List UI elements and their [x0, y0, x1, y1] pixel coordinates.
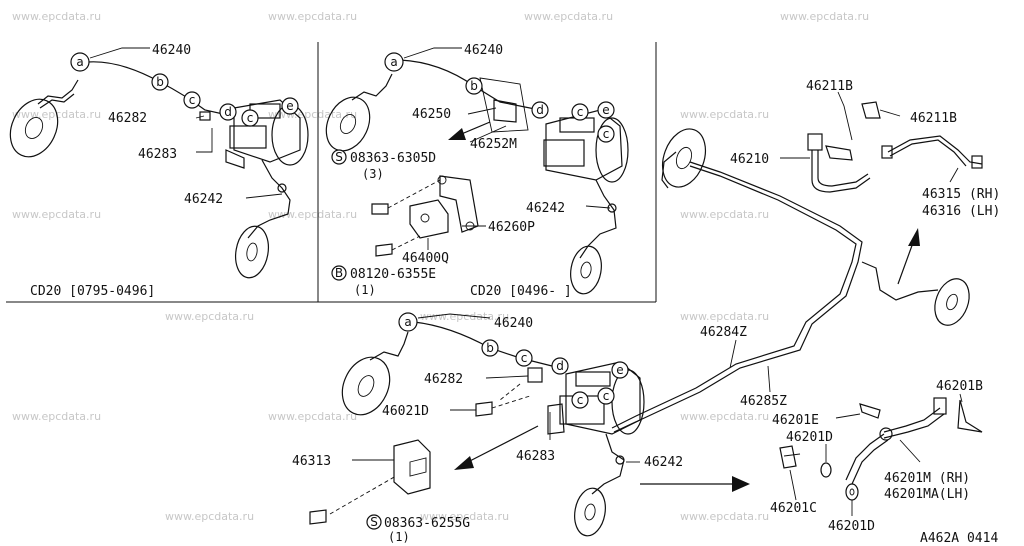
- watermark: www.epcdata.ru: [268, 208, 357, 221]
- panel-mid-caption: CD20 [0496- ]: [470, 284, 572, 299]
- bubble-e: e: [286, 99, 293, 113]
- bottom-main-assembly: a b c d e c c S 46240 46282 46021D 46313…: [292, 312, 683, 544]
- panel-left-caption: CD20 [0795-0496]: [30, 284, 155, 299]
- diagram-code: A462A 0414: [920, 531, 998, 546]
- watermark: www.epcdata.ru: [165, 310, 254, 323]
- watermark: www.epcdata.ru: [165, 510, 254, 523]
- label-46021D: 46021D: [382, 404, 429, 419]
- bubble-c: c: [577, 105, 584, 119]
- bubble-e: e: [602, 103, 609, 117]
- label-qty-3: (3): [362, 167, 384, 181]
- bubble-b: b: [486, 341, 494, 355]
- screw-mark: S: [335, 150, 343, 164]
- label-46252M: 46252M: [470, 137, 517, 152]
- bubble-c: c: [247, 111, 254, 125]
- rear-hose-assembly: 46201B 46201E 46201D 46201M (RH) 46201MA…: [770, 379, 983, 534]
- label-46211B: 46211B: [910, 111, 957, 126]
- watermark: www.epcdata.ru: [420, 510, 509, 523]
- label-46315-rh: 46315 (RH): [922, 187, 1000, 202]
- bubble-c: c: [521, 351, 528, 365]
- label-08363-6255G: 08363-6255G: [384, 516, 470, 531]
- direction-arrow: [640, 476, 750, 492]
- bubble-a: a: [76, 55, 83, 69]
- bubble-c: c: [577, 393, 584, 407]
- middle-panel-assembly: a b d c e c S B 46240 46250 46252M 08363…: [325, 43, 629, 299]
- watermark: www.epcdata.ru: [680, 510, 769, 523]
- label-08120-6355E: 08120-6355E: [350, 267, 436, 282]
- watermark: www.epcdata.ru: [524, 10, 613, 23]
- label-46283: 46283: [138, 147, 177, 162]
- watermark: www.epcdata.ru: [268, 10, 357, 23]
- bubble-b: b: [156, 75, 164, 89]
- label-qty-1: (1): [354, 283, 376, 297]
- watermark: www.epcdata.ru: [12, 410, 101, 423]
- watermark: www.epcdata.ru: [680, 410, 769, 423]
- screw-mark: S: [370, 515, 378, 529]
- label-46201MA-lh: 46201MA(LH): [884, 487, 970, 502]
- watermarks: www.epcdata.ru www.epcdata.ru www.epcdat…: [12, 10, 869, 523]
- label-qty-1: (1): [388, 530, 410, 544]
- watermark: www.epcdata.ru: [12, 10, 101, 23]
- bubble-d: d: [536, 103, 544, 117]
- watermark: www.epcdata.ru: [268, 108, 357, 121]
- label-46240: 46240: [464, 43, 503, 58]
- bubble-c: c: [603, 389, 610, 403]
- label-46201B: 46201B: [936, 379, 983, 394]
- panel-frames: [6, 42, 657, 303]
- left-panel-assembly: a b c d c e 46240 46282 46283 46242 CD20…: [9, 43, 309, 299]
- label-46211B: 46211B: [806, 79, 853, 94]
- right-top-assembly: 46211B 46211B 46210 46315 (RH) 46316 (LH…: [611, 79, 1000, 433]
- bubble-e: e: [616, 363, 623, 377]
- bolt-mark: B: [335, 266, 343, 280]
- bubble-c: c: [189, 93, 196, 107]
- label-46201E: 46201E: [772, 413, 819, 428]
- watermark: www.epcdata.ru: [680, 310, 769, 323]
- label-46201D: 46201D: [786, 430, 833, 445]
- label-46240: 46240: [152, 43, 191, 58]
- label-46201M-rh: 46201M (RH): [884, 471, 970, 486]
- bubble-b: b: [470, 79, 478, 93]
- label-46285Z: 46285Z: [740, 394, 787, 409]
- label-46201D: 46201D: [828, 519, 875, 534]
- label-46282: 46282: [108, 111, 147, 126]
- bubble-d: d: [224, 105, 232, 119]
- bubble-c: c: [603, 127, 610, 141]
- bubble-d: d: [556, 359, 564, 373]
- watermark: www.epcdata.ru: [268, 410, 357, 423]
- bubble-a: a: [404, 315, 411, 329]
- label-46201C: 46201C: [770, 501, 817, 516]
- label-46242: 46242: [526, 201, 565, 216]
- label-46260P: 46260P: [488, 220, 535, 235]
- label-46250: 46250: [412, 107, 451, 122]
- watermark: www.epcdata.ru: [680, 208, 769, 221]
- watermark: www.epcdata.ru: [780, 10, 869, 23]
- label-46313: 46313: [292, 454, 331, 469]
- bubble-a: a: [390, 55, 397, 69]
- label-08363-6305D: 08363-6305D: [350, 151, 436, 166]
- label-46210: 46210: [730, 152, 769, 167]
- label-46284Z: 46284Z: [700, 325, 747, 340]
- label-46242: 46242: [184, 192, 223, 207]
- label-46242: 46242: [644, 455, 683, 470]
- label-46316-lh: 46316 (LH): [922, 204, 1000, 219]
- label-46240: 46240: [494, 316, 533, 331]
- label-46283: 46283: [516, 449, 555, 464]
- watermark: www.epcdata.ru: [680, 108, 769, 121]
- watermark: www.epcdata.ru: [420, 310, 509, 323]
- label-46282: 46282: [424, 372, 463, 387]
- label-46400Q: 46400Q: [402, 251, 449, 266]
- watermark: www.epcdata.ru: [12, 208, 101, 221]
